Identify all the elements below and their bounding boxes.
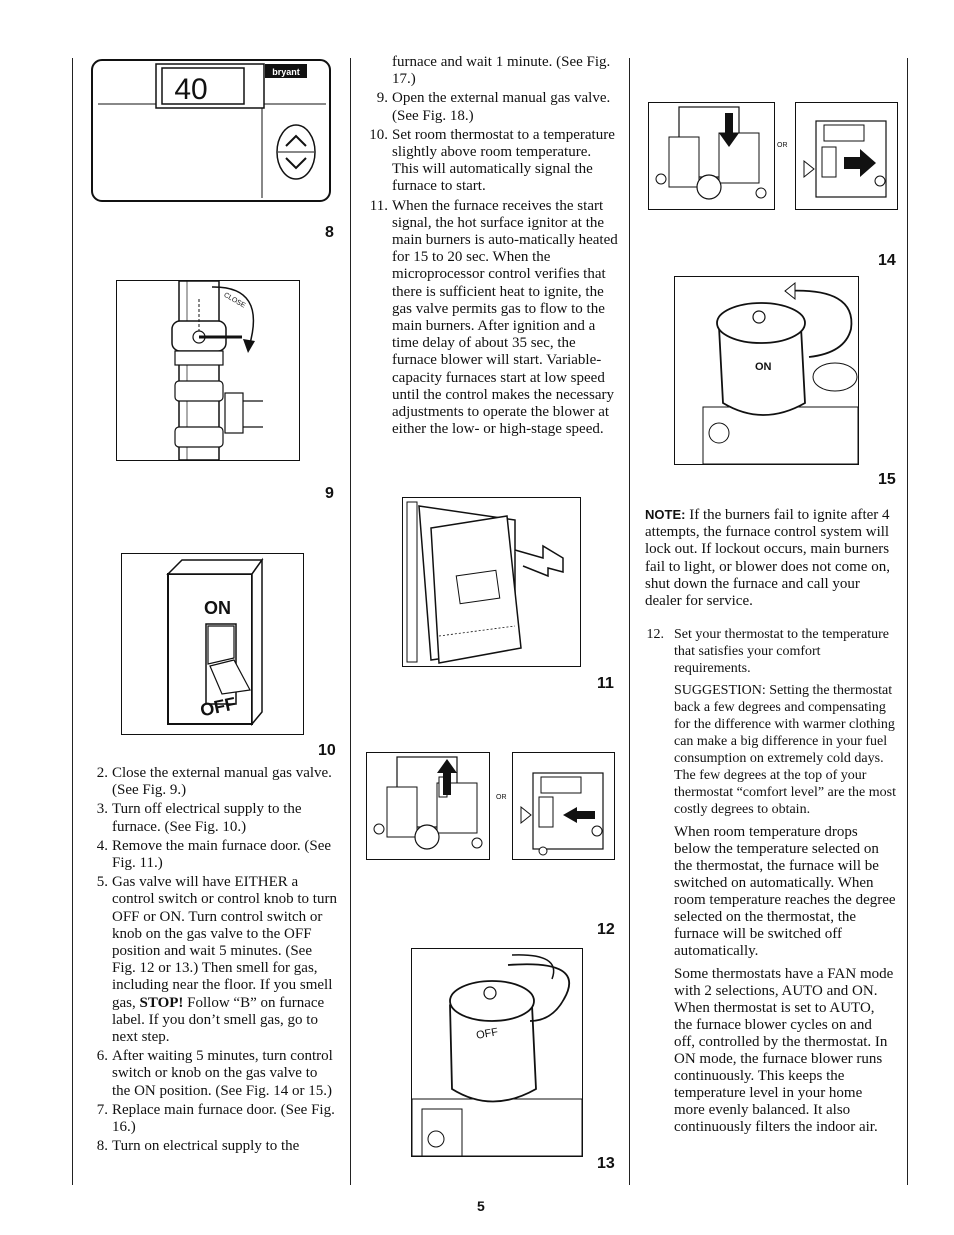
figure-11-furnace-door [402,497,581,667]
knob-on-label: ON [755,361,772,373]
figure-14-valve-switch-on [648,102,775,210]
column-3-note: NOTE: If the burners fail to ignite afte… [645,506,897,616]
figure-13-knob-off: OFF [411,948,583,1157]
column-rule-mid1 [350,58,351,1185]
step-4: 4.Remove the main furnace door. (See Fig… [96,837,332,872]
column-1-text: 2.Close the external manual gas valve. (… [94,765,339,1157]
figure-14-valve-switch-on-alt [795,102,898,210]
figure-number-14: 14 [878,252,896,269]
figure-number-11: 11 [597,675,614,692]
figure-8-thermostat: bryant 40 [90,58,332,203]
step-3: 3.Turn off electrical supply to the furn… [96,801,302,835]
stop-warning: STOP! [139,994,184,1011]
column-rule-left [72,58,73,1185]
figure-number-10: 10 [318,742,336,759]
down-arrow-icon [285,157,307,170]
page-number: 5 [477,1198,485,1214]
thermostat-display: 40 [174,73,207,106]
suggestion-paragraph: SUGGESTION: Setting the thermostat back … [674,683,896,817]
column-2-text: furnace and wait 1 minute. (See Fig. 17.… [369,54,619,440]
switch-on-label: ON [204,598,231,618]
figure-number-9: 9 [325,485,334,502]
steps-list-3: 12.Set your thermostat to the temperatur… [646,626,896,677]
figure-15-knob-on: ON [674,276,859,465]
column-rule-right [907,58,908,1185]
up-arrow-icon [285,134,307,147]
step-7: 7.Replace main furnace door. (See Fig. 1… [96,1101,335,1136]
valve-switch-on-alt-drawing [803,120,887,198]
step-2: 2.Close the external manual gas valve. (… [96,765,332,799]
knob-off-label: OFF [475,1026,499,1042]
manual-valve-drawing: CLOSE [171,280,263,461]
knob-on-drawing: ON [702,281,859,465]
step-12: 12.Set your thermostat to the temperatur… [646,627,890,676]
figure-number-15: 15 [878,471,896,488]
note-paragraph: NOTE: If the burners fail to ignite afte… [645,507,890,610]
step-8-continued: furnace and wait 1 minute. (See Fig. 17.… [392,54,611,88]
brand-logo: bryant [272,67,300,77]
step-5: 5.Gas valve will have EITHER a control s… [96,874,337,1046]
step-10: 10.Set room thermostat to a temperature … [369,126,615,195]
or-label-1: OR [496,794,507,801]
figure-number-12: 12 [597,921,615,938]
figure-12-valve-switch-off-alt [512,752,615,860]
knob-off-drawing: OFF [411,954,583,1157]
steps-list-1: 2.Close the external manual gas valve. (… [94,765,339,1155]
step-6: 6.After waiting 5 minutes, turn control … [96,1048,333,1099]
figure-10-power-switch: ON OFF [121,553,304,735]
auto-switch-paragraph: When room temperature drops below the te… [674,824,896,959]
valve-switch-on-drawing [655,106,767,200]
valve-switch-off-drawing [373,756,483,850]
column-rule-mid2 [629,58,630,1185]
column-3-text: 12.Set your thermostat to the temperatur… [646,626,896,1142]
fan-mode-paragraph: Some thermostats have a FAN mode with 2 … [674,966,894,1135]
step-8: 8.Turn on electrical supply to the [96,1138,300,1155]
valve-switch-off-alt-drawing [520,772,604,856]
power-switch-drawing: ON OFF [166,557,264,727]
thermostat-drawing: bryant 40 [91,59,331,202]
or-label-2: OR [777,142,788,149]
figure-9-manual-valve: CLOSE [116,280,300,461]
figure-number-8: 8 [325,224,334,241]
step-11: 11.When the furnace receives the start s… [369,197,618,438]
figure-12-valve-switch-off [366,752,490,860]
furnace-door-drawing [406,501,564,664]
figure-number-13: 13 [597,1155,615,1172]
note-label: NOTE: [645,507,686,522]
step-9: 9.Open the external manual gas valve. (S… [376,90,611,124]
steps-list-2: 9.Open the external manual gas valve. (S… [369,90,619,438]
